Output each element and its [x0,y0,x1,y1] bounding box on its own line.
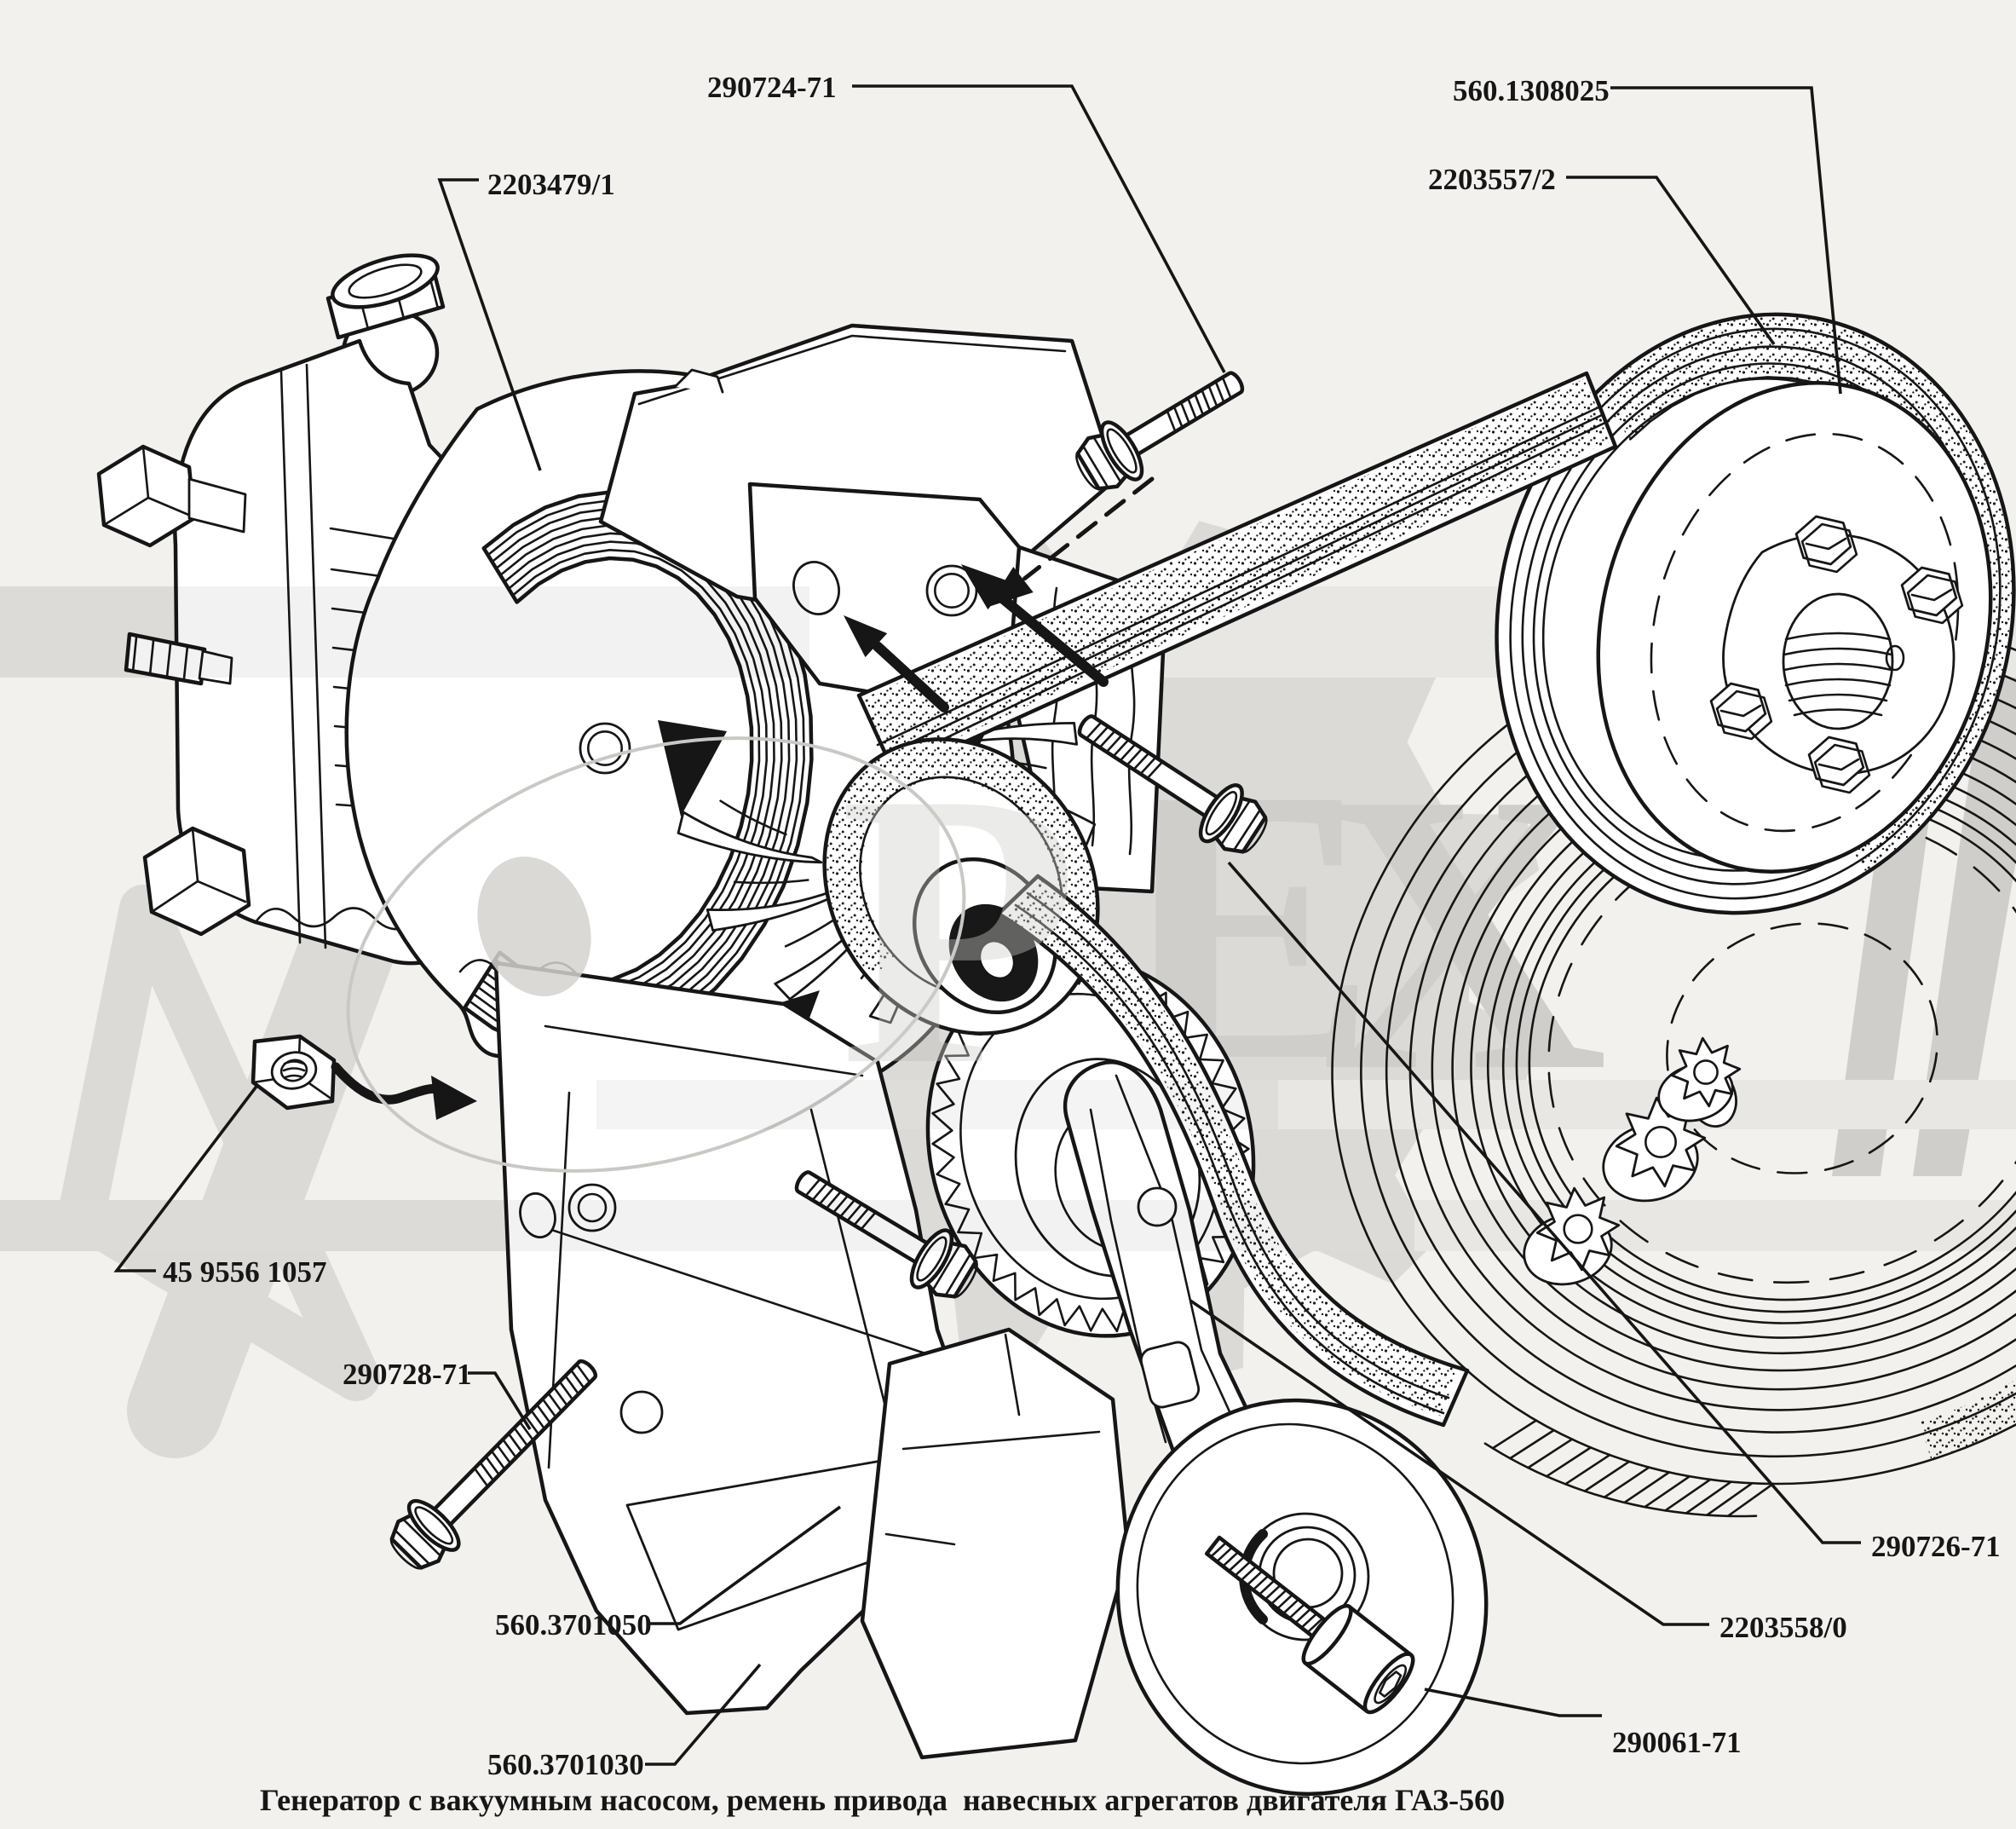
pump-plug-bolt-top [96,444,247,548]
part-labels: 2203479/1 290724-71 560.1308025 2203557/2 45… [163,71,2001,1781]
watermark-triangle [58,885,380,1401]
part-label-10: 290726-71 [1871,1530,2001,1563]
watermark-band-overlay-2 [596,1080,1278,1129]
arrow [961,564,1109,687]
arrows [331,476,1155,1120]
leader-2203558/0 [1189,1299,1709,1626]
watermark-ghost-ring [346,736,966,1173]
part-label-9: 2203558/0 [1719,1611,1847,1644]
bolt-290724-71 [1075,371,1245,491]
figure-caption: Генератор с вакуумным насосом, ремень пр… [260,1783,1505,1817]
part-label-1: 2203479/1 [487,168,615,201]
part-label-2: 290724-71 [707,71,837,104]
leader-560.1308025 [1610,86,1842,395]
bolt-290726-71 [1077,714,1268,854]
leader-290724-71 [852,84,1226,373]
watermark-bar-2 [1913,663,2016,1176]
leader-lines [113,84,1861,1766]
leader-45 9556 1057 [113,1082,260,1272]
mounting-bracket [493,961,964,1716]
hex-nut [251,1034,337,1111]
part-label-8: 560.3701030 [487,1748,644,1781]
watermark-band-overlay-1 [0,586,809,678]
watermark-band-overlay-3 [0,1200,1414,1251]
part-label-5: 45 9556 1057 [163,1255,327,1289]
generator-pulley [822,737,1100,1036]
bolts [389,371,1415,1715]
leader-290728-71 [468,1371,532,1430]
leader-2203557/2 [1566,176,1776,346]
watermark-overlays: Р [0,586,1414,1251]
generator [344,323,1168,1113]
leader-290726-71 [1227,861,1861,1544]
drive-belt [822,371,2016,1460]
arrow [844,615,949,713]
pump-plug-bolt-bottom [142,826,251,937]
leader-290061-71 [1424,1688,1602,1717]
part-label-3: 560.1308025 [1453,74,1610,107]
leader-560.3701050 [650,1505,842,1625]
leader-560.3701030 [645,1663,762,1766]
part-label-4: 2203557/2 [1428,163,1556,196]
upper-pulley [1495,312,2016,915]
part-label-7: 560.3701050 [495,1608,652,1641]
socket-head-bolt-290061-71 [1205,1535,1415,1715]
bolt-290728-71 [389,1359,598,1570]
torx-screw-ear [925,564,978,617]
watermark-letter-r-ghost: Р [839,712,1079,1146]
leader-2203479/1 [437,178,542,471]
pulley-bolts [1709,515,1964,794]
pump-stud [124,632,233,686]
pulley-boss [1782,592,1905,730]
torx-screw-fan [579,722,631,775]
part-label-6: 290728-71 [343,1358,472,1391]
part-label-11: 290061-71 [1612,1726,1742,1759]
bolt-bracket [794,1170,978,1299]
watermark-blob [477,857,591,996]
